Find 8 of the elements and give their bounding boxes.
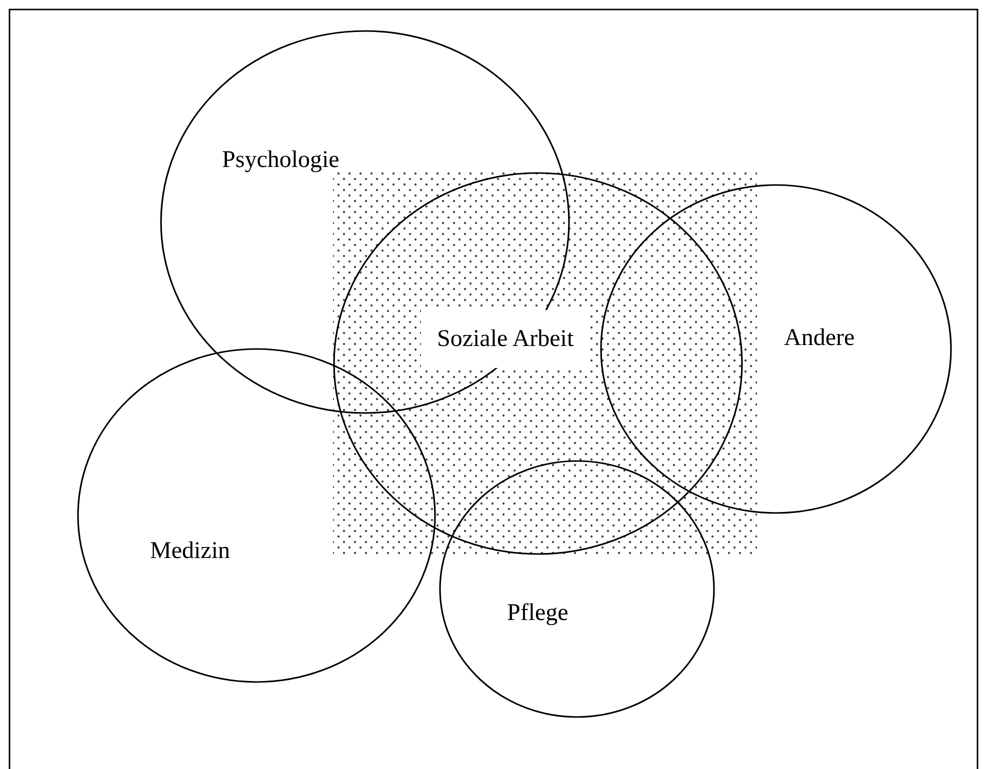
venn-ellipse bbox=[77, 348, 436, 683]
venn-ellipse bbox=[600, 184, 952, 514]
circle-label: Soziale Arbeit bbox=[421, 310, 590, 368]
circle-label: Pflege bbox=[507, 599, 568, 628]
venn-ellipse bbox=[439, 460, 715, 718]
circle-label: Psychologie bbox=[222, 146, 340, 175]
circle-label: Medizin bbox=[150, 537, 230, 566]
circle-label: Andere bbox=[784, 324, 855, 353]
